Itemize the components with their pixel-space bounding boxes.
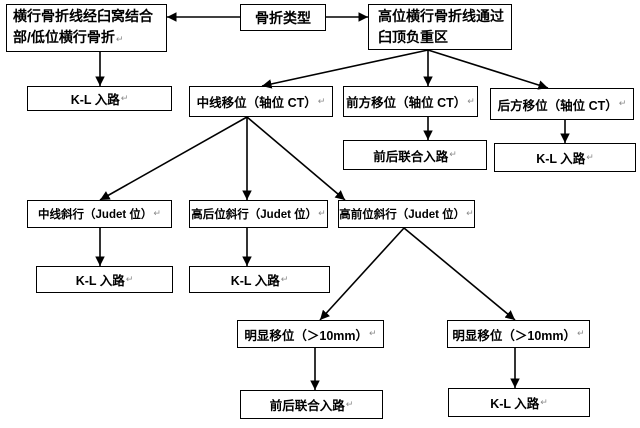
node-high-anterior-oblique: 高前位斜行（Judet 位）↵ (338, 200, 475, 228)
node-label: 明显移位（＞10mm） (244, 328, 369, 343)
node-high-posterior-oblique: 高后位斜行（Judet 位）↵ (189, 200, 328, 228)
node-label-line-2: 臼顶负重区 (378, 29, 448, 45)
paragraph-mark: ↵ (467, 96, 475, 107)
node-approach-combined-displacement-a: 前后联合入路↵ (240, 390, 383, 419)
node-label-line-2: 部/低位横行骨折↵ (13, 27, 123, 51)
paragraph-mark: ↵ (153, 209, 161, 219)
paragraph-mark: ↵ (369, 329, 377, 339)
paragraph-mark: ↵ (345, 399, 354, 410)
node-approach-kl-posterior-shift: K-L 入路↵ (494, 143, 636, 172)
arrow-high-anterior-oblique-to-displacement-a (319, 227, 405, 321)
node-midline-shift: 中线移位（轴位 CT）↵ (189, 86, 333, 117)
arrow-transverse-high-to-posterior-shift (427, 49, 549, 90)
node-label-line-1: 高位横行骨折线通过 (378, 8, 504, 24)
node-label: K-L 入路 (75, 274, 125, 288)
node-label: 中线斜行（Judet 位） (38, 209, 153, 221)
node-marked-displacement-a: 明显移位（＞10mm）↵ (237, 320, 384, 348)
arrow-transverse-high-to-midline-shift (261, 49, 429, 89)
node-label: K-L 入路 (490, 397, 540, 411)
paragraph-mark: ↵ (577, 329, 585, 339)
node-label: 后方移位（轴位 CT） (497, 98, 618, 113)
node-label: K-L 入路 (230, 274, 280, 288)
paragraph-mark: ↵ (466, 209, 474, 219)
node-label: 骨折类型 (255, 9, 311, 26)
paragraph-mark: ↵ (125, 274, 134, 285)
node-fracture-type: 骨折类型 (240, 4, 326, 31)
node-approach-combined-anterior-shift: 前后联合入路↵ (343, 140, 487, 170)
paragraph-mark: ↵ (449, 150, 457, 160)
arrow-high-anterior-oblique-to-displacement-b (403, 227, 516, 321)
node-label: 前后联合入路 (269, 399, 345, 413)
node-label: 前方移位（轴位 CT） (346, 96, 467, 110)
paragraph-mark: ↵ (317, 96, 326, 107)
node-label-line-2-text: 部/低位横行骨折 (13, 28, 115, 45)
paragraph-mark: ↵ (115, 34, 124, 45)
node-transverse-high: 高位横行骨折线通过 臼顶负重区 (368, 4, 512, 50)
node-posterior-shift: 后方移位（轴位 CT）↵ (490, 88, 634, 120)
paragraph-mark: ↵ (280, 274, 289, 285)
node-anterior-shift: 前方移位（轴位 CT）↵ (343, 86, 478, 117)
paragraph-mark: ↵ (540, 397, 548, 408)
node-label: K-L 入路 (70, 93, 120, 107)
node-label-line-1: 横行骨折线经臼窝结合 (13, 7, 153, 24)
node-marked-displacement-b: 明显移位（＞10mm）↵ (447, 320, 590, 348)
node-approach-kl-midline-oblique: K-L 入路↵ (36, 266, 173, 293)
node-approach-kl-low: K-L 入路↵ (27, 86, 172, 111)
arrow-midline-shift-to-midline-oblique (99, 116, 248, 201)
paragraph-mark: ↵ (618, 99, 627, 109)
node-approach-kl-high-posterior-oblique: K-L 入路↵ (189, 266, 330, 293)
node-label: 中线移位（轴位 CT） (196, 96, 317, 110)
node-label: 高后位斜行（Judet 位） (191, 209, 318, 221)
paragraph-mark: ↵ (586, 152, 594, 163)
arrow-midline-shift-to-high-anterior-oblique (246, 116, 346, 201)
node-label: 明显移位（＞10mm） (452, 328, 577, 343)
node-transverse-low: 横行骨折线经臼窝结合 部/低位横行骨折↵ (6, 4, 167, 52)
node-label: K-L 入路 (536, 152, 586, 166)
node-label: 前后联合入路 (373, 149, 449, 164)
node-approach-kl-displacement-b: K-L 入路↵ (448, 388, 590, 417)
node-label: 高前位斜行（Judet 位） (339, 209, 466, 221)
paragraph-mark: ↵ (120, 93, 129, 104)
paragraph-mark: ↵ (318, 209, 326, 219)
node-midline-oblique: 中线斜行（Judet 位）↵ (27, 200, 172, 228)
